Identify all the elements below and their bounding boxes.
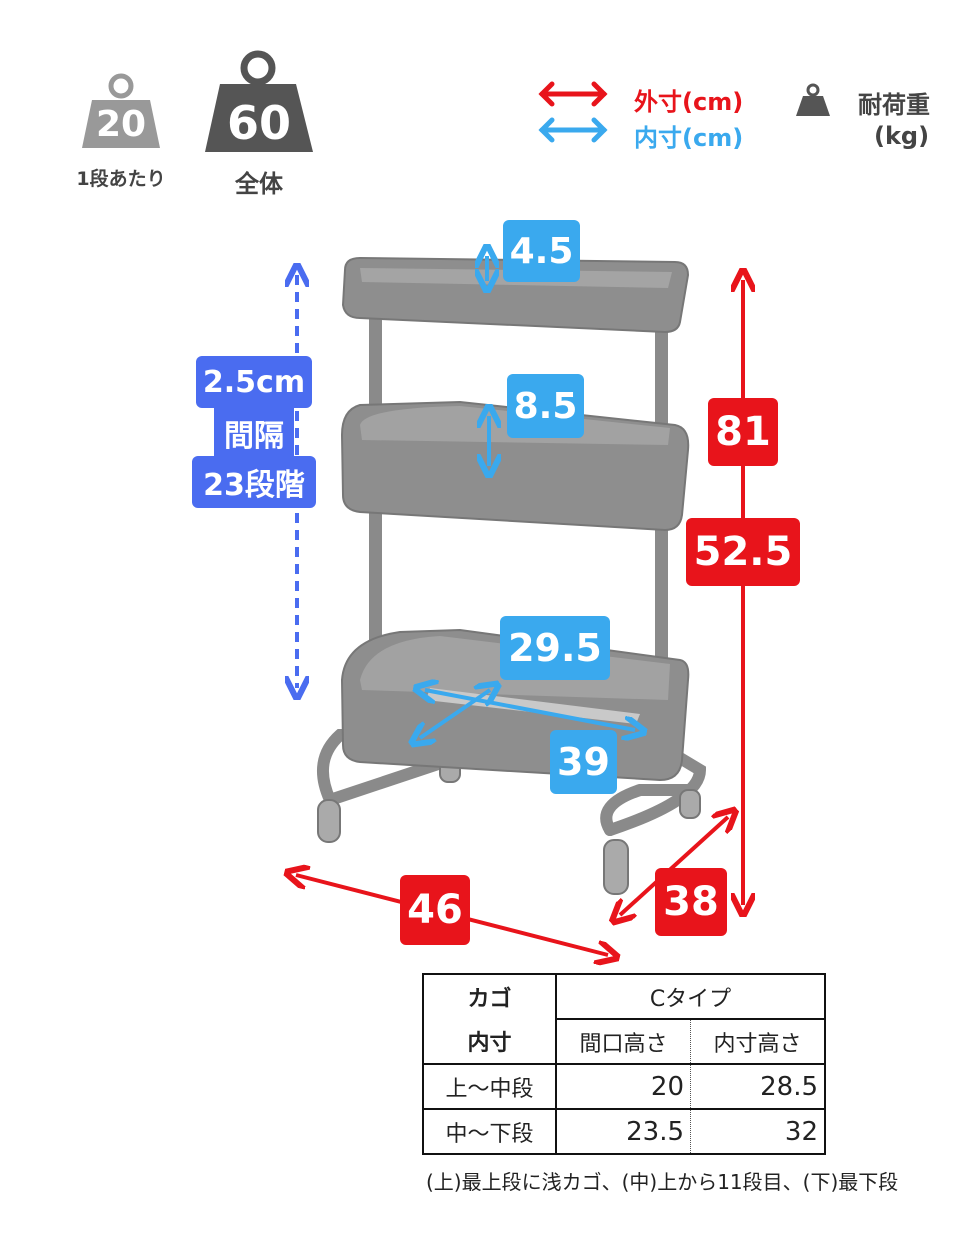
- row-inner: 28.5: [690, 1063, 826, 1110]
- pole-height-label: 52.5: [686, 518, 800, 586]
- table-header-basket: カゴ: [422, 973, 557, 1019]
- bottom-depth-label: 29.5: [500, 616, 610, 680]
- table-header-opening: 間口高さ: [555, 1018, 691, 1065]
- adjust-steps-label: 23段階: [192, 456, 316, 508]
- adjust-pitch-label: 2.5cm: [196, 356, 312, 408]
- table-footnote: (上)最上段に浅カゴ、(中)上から11段目、(下)最下段: [426, 1170, 899, 1194]
- table-row: 中～下段 23.5 32: [422, 1108, 826, 1155]
- load-weight-icon: [796, 83, 830, 116]
- outer-arrow-icon: [538, 81, 608, 107]
- table-header-inner-height: 内寸高さ: [690, 1018, 826, 1065]
- weight-icons: [82, 50, 830, 152]
- width-label: 46: [400, 875, 470, 945]
- outer-legend-label: 外寸(cm): [634, 88, 744, 116]
- row-label: 上～中段: [422, 1063, 557, 1110]
- table-header-type: Cタイプ: [555, 973, 826, 1020]
- adjust-pitch-caption: 間隔: [214, 408, 294, 458]
- inner-arrow-icon: [538, 117, 608, 143]
- total-load-value: 60: [226, 96, 291, 150]
- inner-legend-label: 内寸(cm): [634, 124, 744, 152]
- total-label: 全体: [235, 170, 283, 198]
- cart-illustration: [0, 0, 980, 980]
- load-title: 耐荷重: [858, 91, 930, 119]
- depth-arrow: [620, 817, 728, 915]
- table-header-inner: 内寸: [422, 1019, 557, 1065]
- total-height-label: 81: [708, 398, 778, 466]
- middle-depth-label: 8.5: [507, 374, 584, 438]
- row-inner: 32: [690, 1108, 826, 1155]
- table-row: 上～中段 20 28.5: [422, 1063, 826, 1110]
- row-opening: 20: [555, 1063, 691, 1110]
- row-label: 中～下段: [422, 1108, 557, 1155]
- row-opening: 23.5: [555, 1108, 691, 1155]
- weight-small-icon: [82, 73, 160, 148]
- per-shelf-label: 1段あたり: [76, 168, 166, 190]
- per-shelf-load-value: 20: [95, 104, 147, 145]
- top-depth-label: 4.5: [503, 220, 580, 282]
- inner-height-table: カゴ Cタイプ 内寸 間口高さ 内寸高さ 上～中段 20 28.5 中～下段 2…: [422, 973, 826, 1155]
- bottom-width-label: 39: [550, 730, 617, 794]
- load-unit: (kg): [874, 122, 930, 150]
- depth-label: 38: [655, 868, 727, 936]
- bottom-width-arrow: [425, 690, 635, 730]
- weight-large-icon: [205, 50, 313, 152]
